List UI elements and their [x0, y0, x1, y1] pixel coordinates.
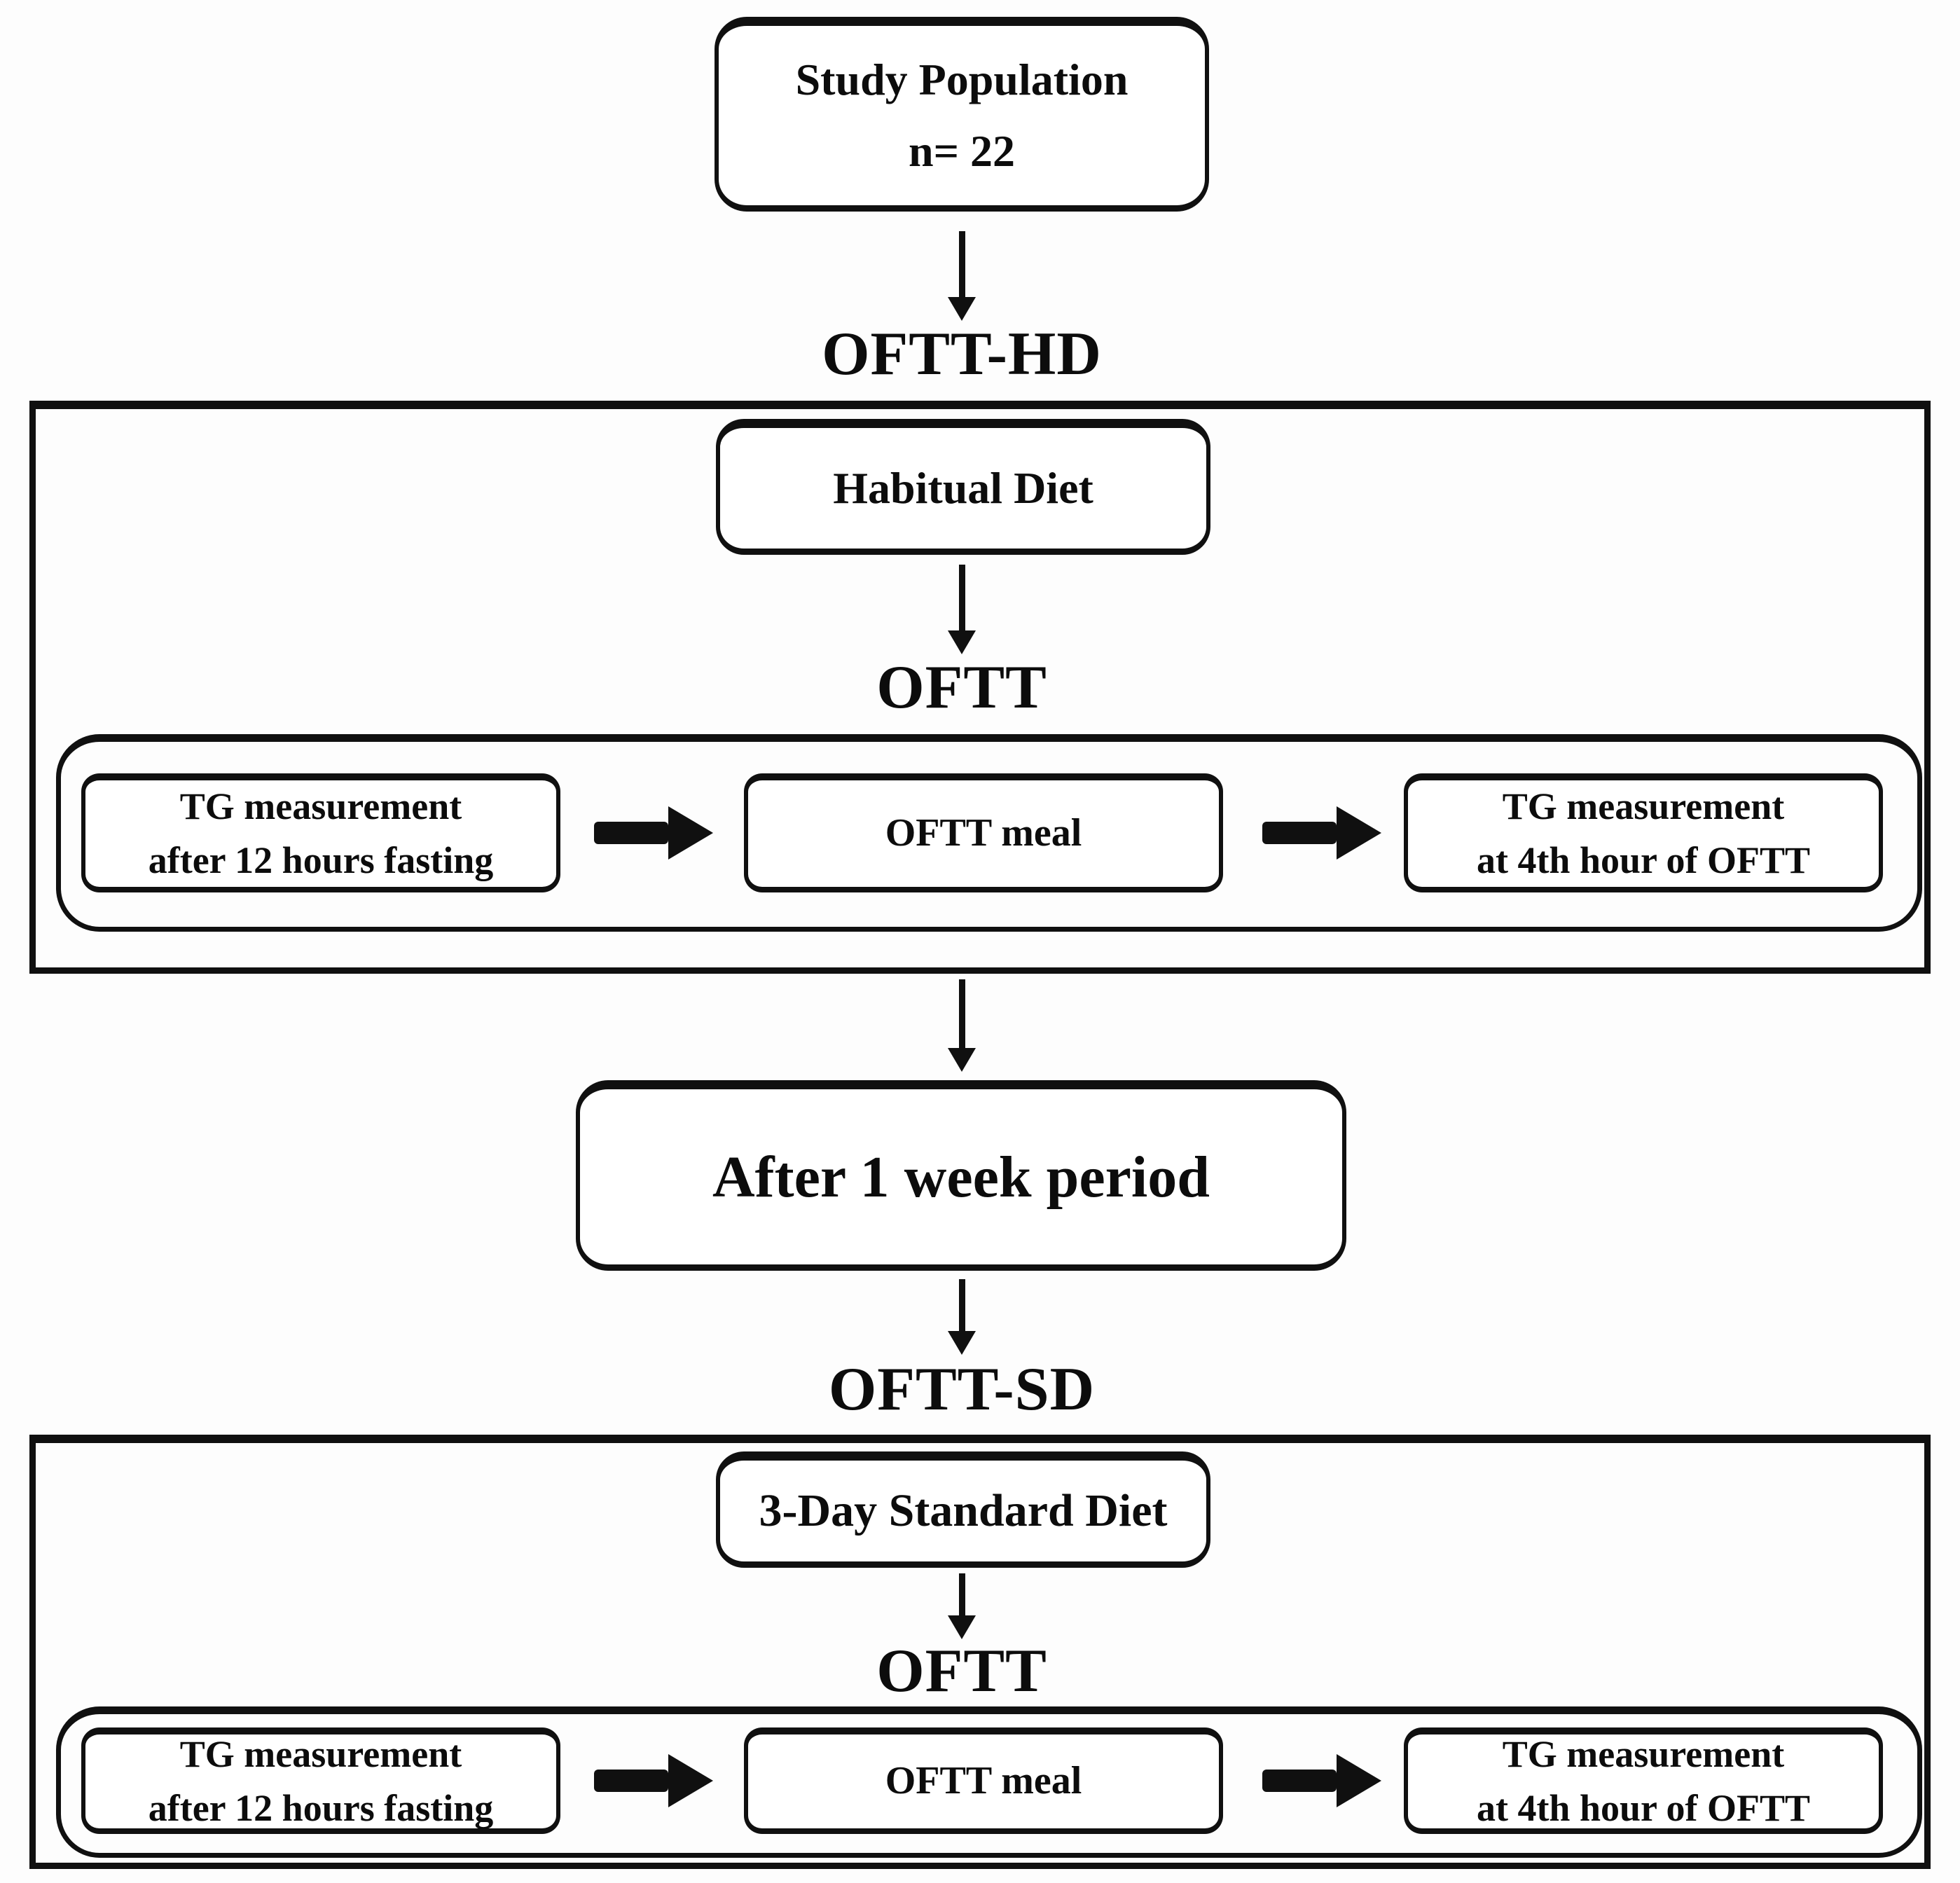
arrow-head — [948, 1331, 976, 1355]
arrow-head — [948, 1615, 976, 1639]
down-arrow-icon — [948, 1279, 976, 1355]
study-population-line1: Study Population — [795, 54, 1129, 104]
oftt-meal-label: OFTT meal — [885, 1759, 1082, 1803]
oftt-sd-section: 3-Day Standard Diet OFTT TG measurement … — [29, 1435, 1931, 1869]
tg-4th-hour-line2: at 4th hour of OFTT — [1476, 839, 1811, 881]
right-arrow-icon — [594, 806, 713, 860]
standard-diet-label: 3-Day Standard Diet — [759, 1485, 1168, 1536]
arrow-head — [948, 630, 976, 654]
oftt-meal-box: OFTT meal — [744, 773, 1223, 892]
tg-fasting-line2: after 12 hours fasting — [148, 839, 494, 881]
tg-fasting-line1: TG measurement — [179, 1733, 462, 1776]
oftt-meal-label: OFTT meal — [885, 811, 1082, 855]
arrow-head — [1337, 806, 1381, 860]
right-arrow-icon — [1262, 1754, 1381, 1807]
tg-4th-hour-box: TG measurement at 4th hour of OFTT — [1404, 1727, 1883, 1834]
down-arrow-icon — [948, 979, 976, 1072]
arrow-head — [948, 1048, 976, 1072]
arrow-shaft — [958, 1279, 965, 1331]
oftt-hd-section: Habitual Diet OFTT TG measurement after … — [29, 401, 1931, 974]
oftt-sequence-container: TG measurement after 12 hours fasting OF… — [56, 1706, 1922, 1858]
after-week-box: After 1 week period — [576, 1080, 1346, 1271]
down-arrow-icon — [948, 231, 976, 321]
arrow-shaft — [958, 565, 965, 630]
arrow-shaft — [594, 1770, 668, 1792]
arrow-shaft — [1262, 1770, 1337, 1792]
oftt-sd-label: OFTT-SD — [828, 1356, 1096, 1423]
down-arrow-icon — [948, 565, 976, 654]
right-arrow-icon — [1262, 806, 1381, 860]
tg-4th-hour-box: TG measurement at 4th hour of OFTT — [1404, 773, 1883, 892]
study-population-box: Study Population n= 22 — [715, 17, 1209, 212]
arrow-head — [1337, 1754, 1381, 1807]
arrow-shaft — [594, 822, 668, 844]
oftt-sequence-container: TG measurement after 12 hours fasting OF… — [56, 734, 1922, 932]
tg-fasting-line2: after 12 hours fasting — [148, 1787, 494, 1829]
habitual-diet-box: Habitual Diet — [716, 419, 1210, 555]
after-week-label: After 1 week period — [712, 1144, 1210, 1210]
arrow-head — [668, 1754, 713, 1807]
tg-fasting-line1: TG measurement — [179, 785, 462, 828]
standard-diet-box: 3-Day Standard Diet — [716, 1451, 1210, 1568]
right-arrow-icon — [594, 1754, 713, 1807]
arrow-shaft — [958, 979, 965, 1048]
tg-4th-hour-line1: TG measurement — [1502, 785, 1785, 828]
arrow-head — [948, 297, 976, 321]
habitual-diet-label: Habitual Diet — [833, 463, 1093, 513]
study-population-count: n= 22 — [908, 126, 1016, 176]
down-arrow-icon — [948, 1573, 976, 1639]
arrow-shaft — [958, 1573, 965, 1615]
oftt-meal-box: OFTT meal — [744, 1727, 1223, 1834]
tg-fasting-box: TG measurement after 12 hours fasting — [81, 773, 560, 892]
tg-fasting-box: TG measurement after 12 hours fasting — [81, 1727, 560, 1834]
tg-4th-hour-line2: at 4th hour of OFTT — [1476, 1787, 1811, 1829]
arrow-shaft — [1262, 822, 1337, 844]
tg-4th-hour-line1: TG measurement — [1502, 1733, 1785, 1776]
oftt-label: OFTT — [876, 654, 1047, 722]
arrow-head — [668, 806, 713, 860]
arrow-shaft — [958, 231, 965, 297]
oftt-hd-label: OFTT-HD — [822, 320, 1102, 388]
oftt-label: OFTT — [876, 1637, 1047, 1705]
